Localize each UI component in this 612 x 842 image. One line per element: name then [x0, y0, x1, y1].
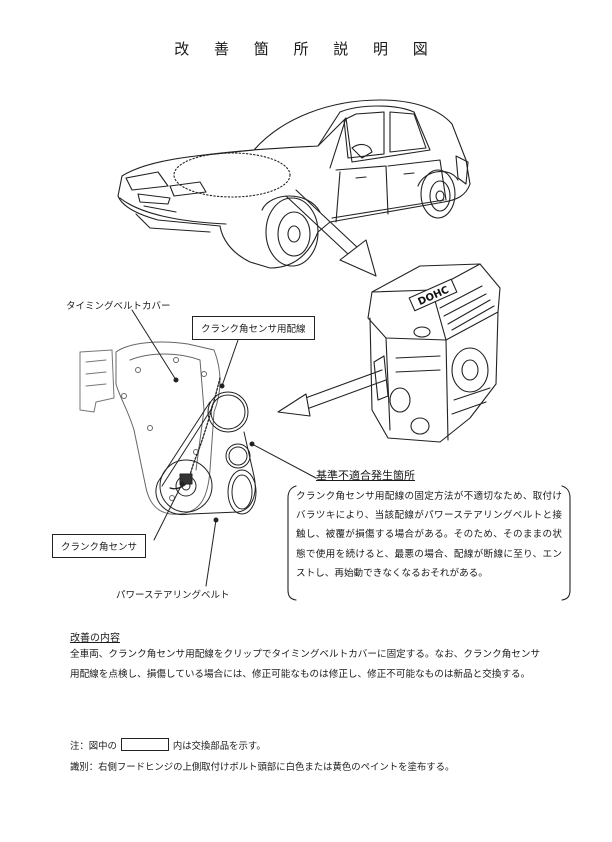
- issue-description: クランク角センサ用配線の固定方法が不適切なため、取付けバラツキにより、当該配線が…: [296, 491, 562, 579]
- improvement-description: 全車両、クランク角センサ用配線をクリップでタイミングベルトカバーに固定する。なお…: [70, 649, 541, 680]
- note-line: 注：図中の 内は交換部品を示す。: [70, 738, 266, 752]
- label-crank-angle-sensor-wire: クランク角センサ用配線: [192, 316, 315, 340]
- improvement-heading: 改善の内容: [70, 633, 120, 644]
- label-power-steering-belt: パワーステアリングベルト: [116, 590, 230, 601]
- identification-note: 識別：右側フードヒンジの上側取付けボルト頭部に白色または黄色のペイントを塗布する…: [70, 762, 455, 773]
- car-illustration: [117, 99, 471, 269]
- belt-diagram: [79, 309, 317, 587]
- page-title: 改 善 箇 所 説 明 図: [174, 40, 438, 58]
- issue-bracket: [287, 485, 571, 601]
- engine-illustration: DOHC: [367, 263, 501, 443]
- arrow-car-to-engine: [285, 189, 377, 277]
- issue-heading: 基準不適合発生箇所: [316, 469, 415, 482]
- note-suffix: 内は交換部品を示す。: [172, 741, 266, 752]
- label-timing-belt-cover: タイミングベルトカバー: [66, 301, 171, 312]
- note-prefix: 注：図中の: [70, 741, 117, 752]
- arrow-engine-to-diagram: [277, 369, 387, 417]
- label-crank-angle-sensor: クランク角センサ: [52, 534, 147, 558]
- note-legend-box: [120, 738, 169, 751]
